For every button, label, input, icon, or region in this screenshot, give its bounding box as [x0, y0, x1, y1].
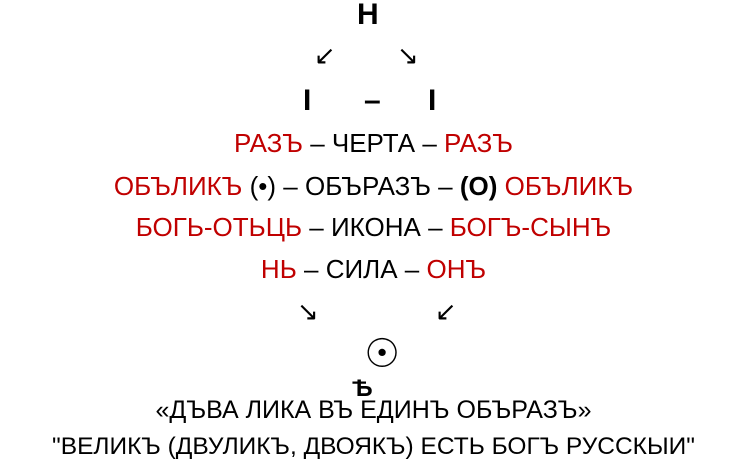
quote-two-faces: «ДЪВА ЛИКА ВЪ ЕДИНЪ ОБЪРАЗЪ» — [155, 396, 592, 424]
yat-letter-symbol: Ѣ — [352, 375, 373, 402]
arrow-down-left-icon: ↙ — [314, 40, 336, 70]
row2-sep2: – — [430, 171, 460, 201]
row2-middle: ОБЪРАЗЪ — [304, 171, 431, 201]
row3-sep1: – — [302, 212, 331, 242]
row4-sep1: – — [296, 254, 326, 284]
row2-right-mark: (О) — [459, 171, 498, 201]
top-symbol-n: Н — [357, 0, 379, 31]
row-i-right: I — [428, 84, 437, 117]
sun-circle-dot-icon: ☉ — [364, 332, 400, 376]
row1-right: РАЗЪ — [444, 128, 513, 158]
row3-right: БОГЪ-СЫНЪ — [449, 212, 612, 242]
row1-sep2: – — [415, 128, 445, 158]
arrow-down-right-icon: ↘ — [397, 40, 419, 70]
row4-right: ОНЪ — [426, 254, 487, 284]
row-i-dash: – — [364, 84, 381, 117]
row4-sep2: – — [397, 254, 427, 284]
row4-left: НЬ — [260, 254, 297, 284]
row3-middle: ИКОНА — [330, 212, 421, 242]
row1-sep1: – — [302, 128, 332, 158]
row1-middle: ЧЕРТА — [331, 128, 416, 158]
row-i-left: I — [303, 84, 312, 117]
row2-sep1: – — [276, 171, 305, 201]
row-bog-ikona: БОГЬ-ОТЬЦЬ – ИКОНА – БОГЪ-СЫНЪ — [0, 212, 747, 242]
arrow-down-right-icon: ↘ — [297, 296, 319, 326]
row-sila: НЬ – СИЛА – ОНЪ — [0, 254, 747, 284]
row4-middle: СИЛА — [325, 254, 398, 284]
quote-great-god: "ВЕЛИКЪ (ДВУЛИКЪ, ДВОЯКЪ) ЕСТЬ БОГЪ РУСС… — [52, 433, 695, 460]
row2-right: ОБЪЛИКЪ — [504, 171, 634, 201]
row2-left-mark: (•) — [249, 171, 277, 201]
row3-left: БОГЬ-ОТЬЦЬ — [135, 212, 303, 242]
row-razj-cherta: РАЗЪ – ЧЕРТА – РАЗЪ — [0, 128, 747, 158]
arrow-down-left-icon: ↙ — [435, 296, 457, 326]
row1-left: РАЗЪ — [234, 128, 303, 158]
row2-left: ОБЪЛИКЪ — [113, 171, 243, 201]
row3-sep2: – — [420, 212, 450, 242]
row-oblik-obraz: ОБЪЛИКЪ (•) – ОБЪРАЗЪ – (О) ОБЪЛИКЪ — [0, 171, 747, 201]
